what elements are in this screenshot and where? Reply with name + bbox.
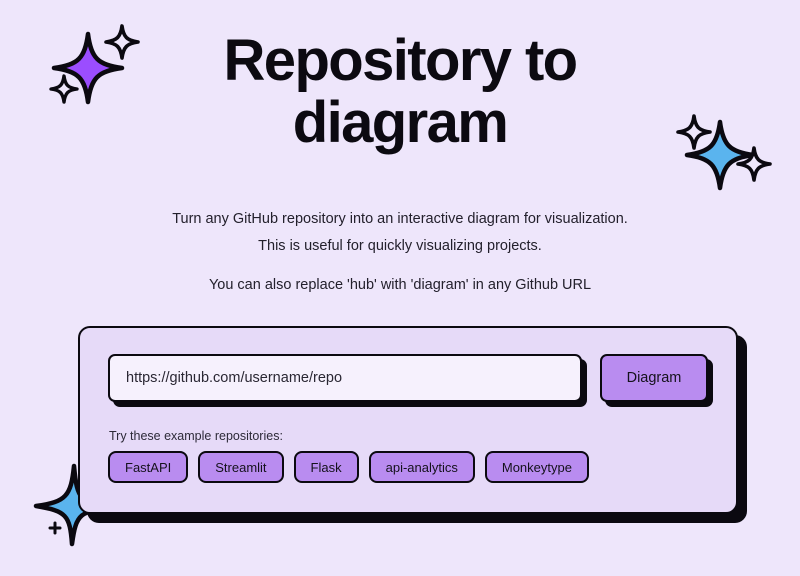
- example-chip-fastapi[interactable]: FastAPI: [108, 451, 189, 483]
- page-title: Repository to diagram: [0, 30, 800, 154]
- input-row: Diagram: [108, 354, 712, 408]
- subtitle-line-1: Turn any GitHub repository into an inter…: [172, 211, 628, 227]
- subtitle-line-3: You can also replace 'hub' with 'diagram…: [208, 277, 592, 293]
- example-chip-api-analytics[interactable]: api-analytics: [368, 451, 475, 483]
- example-repo-chips: FastAPI Streamlit Flask api-analytics Mo…: [108, 451, 589, 483]
- page-title-line-2: diagram: [292, 90, 509, 155]
- examples-label: Try these example repositories:: [109, 429, 283, 443]
- example-chip-monkeytype[interactable]: Monkeytype: [484, 451, 589, 483]
- card-surface: Diagram Try these example repositories: …: [78, 326, 738, 514]
- repo-input-card: Diagram Try these example repositories: …: [78, 326, 738, 514]
- diagram-submit-button[interactable]: Diagram: [600, 354, 708, 402]
- repo-url-input[interactable]: [108, 354, 582, 402]
- example-chip-flask[interactable]: Flask: [293, 451, 359, 483]
- page-title-line-1: Repository to: [223, 28, 579, 93]
- subtitle-block: Turn any GitHub repository into an inter…: [0, 206, 800, 299]
- example-chip-streamlit[interactable]: Streamlit: [198, 451, 284, 483]
- subtitle-line-2: This is useful for quickly visualizing p…: [258, 238, 542, 254]
